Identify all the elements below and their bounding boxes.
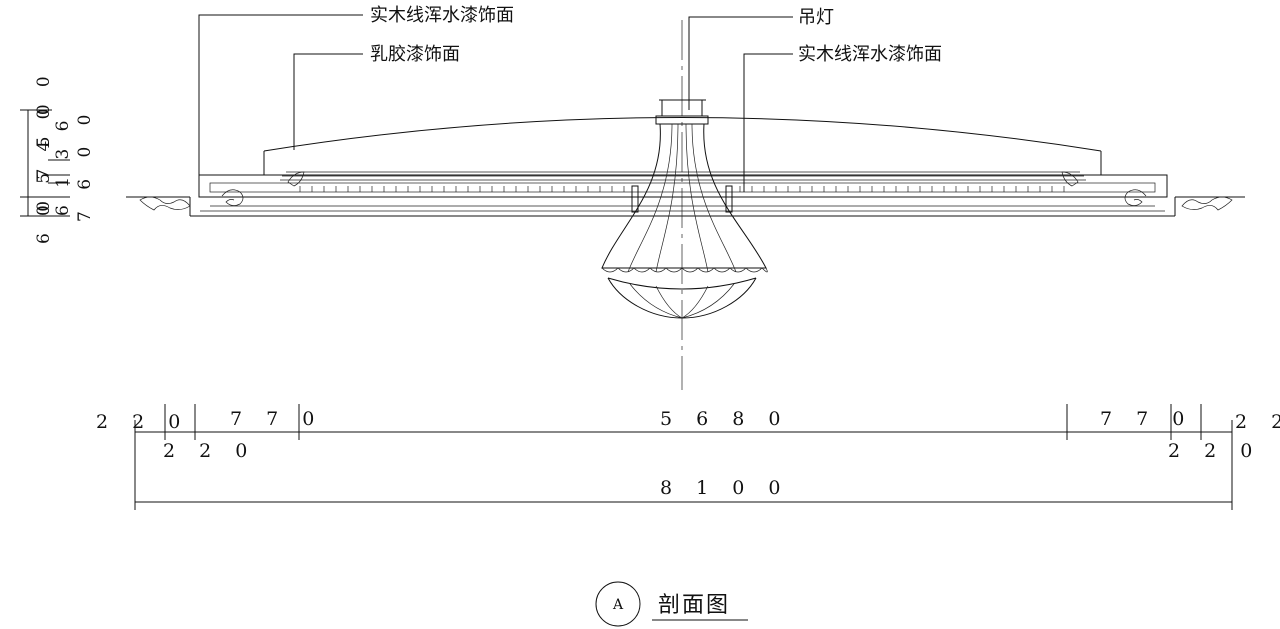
wood-slats bbox=[299, 186, 1065, 192]
dim-left-770: 7 7 0 bbox=[230, 408, 323, 430]
label-chandelier: 吊灯 bbox=[798, 7, 834, 28]
chandelier bbox=[601, 20, 768, 390]
label-wood-trim-right: 实木线浑水漆饰面 bbox=[798, 44, 942, 65]
dim-right-770: 7 7 0 bbox=[1100, 408, 1193, 430]
vdim-col2: 0 5 4 0 0 bbox=[34, 68, 54, 216]
dim-right-22: 2 2 bbox=[1235, 411, 1280, 433]
dome-arc bbox=[263, 117, 1102, 152]
vdim-col1: 6 0 7 5 0 bbox=[34, 96, 54, 244]
leader-wood-trim-left bbox=[198, 14, 363, 178]
label-wood-trim-left: 实木线浑水漆饰面 bbox=[370, 5, 514, 26]
ornament-right bbox=[1061, 171, 1233, 211]
section-marker bbox=[595, 581, 641, 627]
label-latex-paint: 乳胶漆饰面 bbox=[370, 44, 460, 65]
vdim-col3: 6 1 3 6 bbox=[53, 115, 73, 216]
section-marker-label: A bbox=[612, 597, 624, 613]
dim-total-8100: 8 1 0 0 bbox=[660, 477, 789, 499]
ceiling-frame bbox=[189, 151, 1176, 217]
leader-chandelier bbox=[688, 16, 793, 110]
vertical-dimension: 6 0 7 5 0 0 5 4 0 0 6 1 3 6 7 6 0 0 bbox=[20, 68, 95, 244]
leader-wood-trim-right bbox=[743, 53, 793, 192]
dim-left-220: 2 2 0 bbox=[96, 411, 189, 433]
section-title: 剖面图 bbox=[658, 593, 730, 618]
vdim-col4: 7 6 0 0 bbox=[75, 107, 95, 222]
dim-bottom-left-220: 2 2 0 bbox=[163, 440, 256, 462]
leader-latex-paint bbox=[293, 53, 363, 150]
ornament-left bbox=[139, 171, 305, 211]
dimension-lines bbox=[134, 404, 1233, 510]
dim-bottom-right-220: 2 2 0 bbox=[1168, 440, 1261, 462]
dim-center-5680: 5 6 8 0 bbox=[660, 408, 789, 430]
